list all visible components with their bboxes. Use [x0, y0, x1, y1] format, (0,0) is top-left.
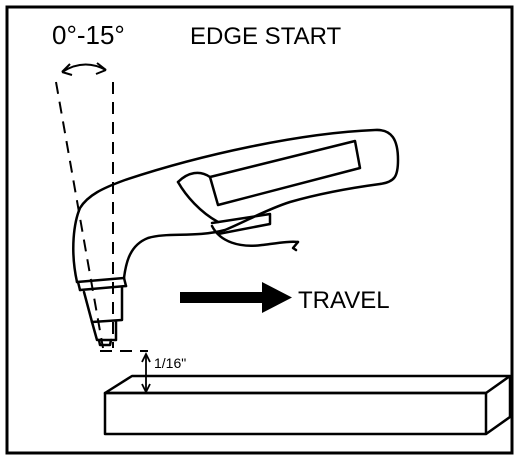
travel-label: TRAVEL: [298, 287, 390, 314]
angle-label: 0°-15°: [52, 20, 125, 50]
torch-angle-dashed-lines: [55, 81, 148, 352]
diagram-title: EDGE START: [190, 23, 341, 50]
gap-label: 1/16": [154, 355, 186, 371]
travel-arrow: [180, 282, 292, 313]
gap-dimension-arrow: [141, 351, 151, 395]
angle-arc-arrow: [61, 62, 107, 76]
diagram-border: [5, 5, 514, 455]
workpiece-block: [103, 374, 512, 436]
plasma-torch-drawing: [72, 128, 400, 347]
